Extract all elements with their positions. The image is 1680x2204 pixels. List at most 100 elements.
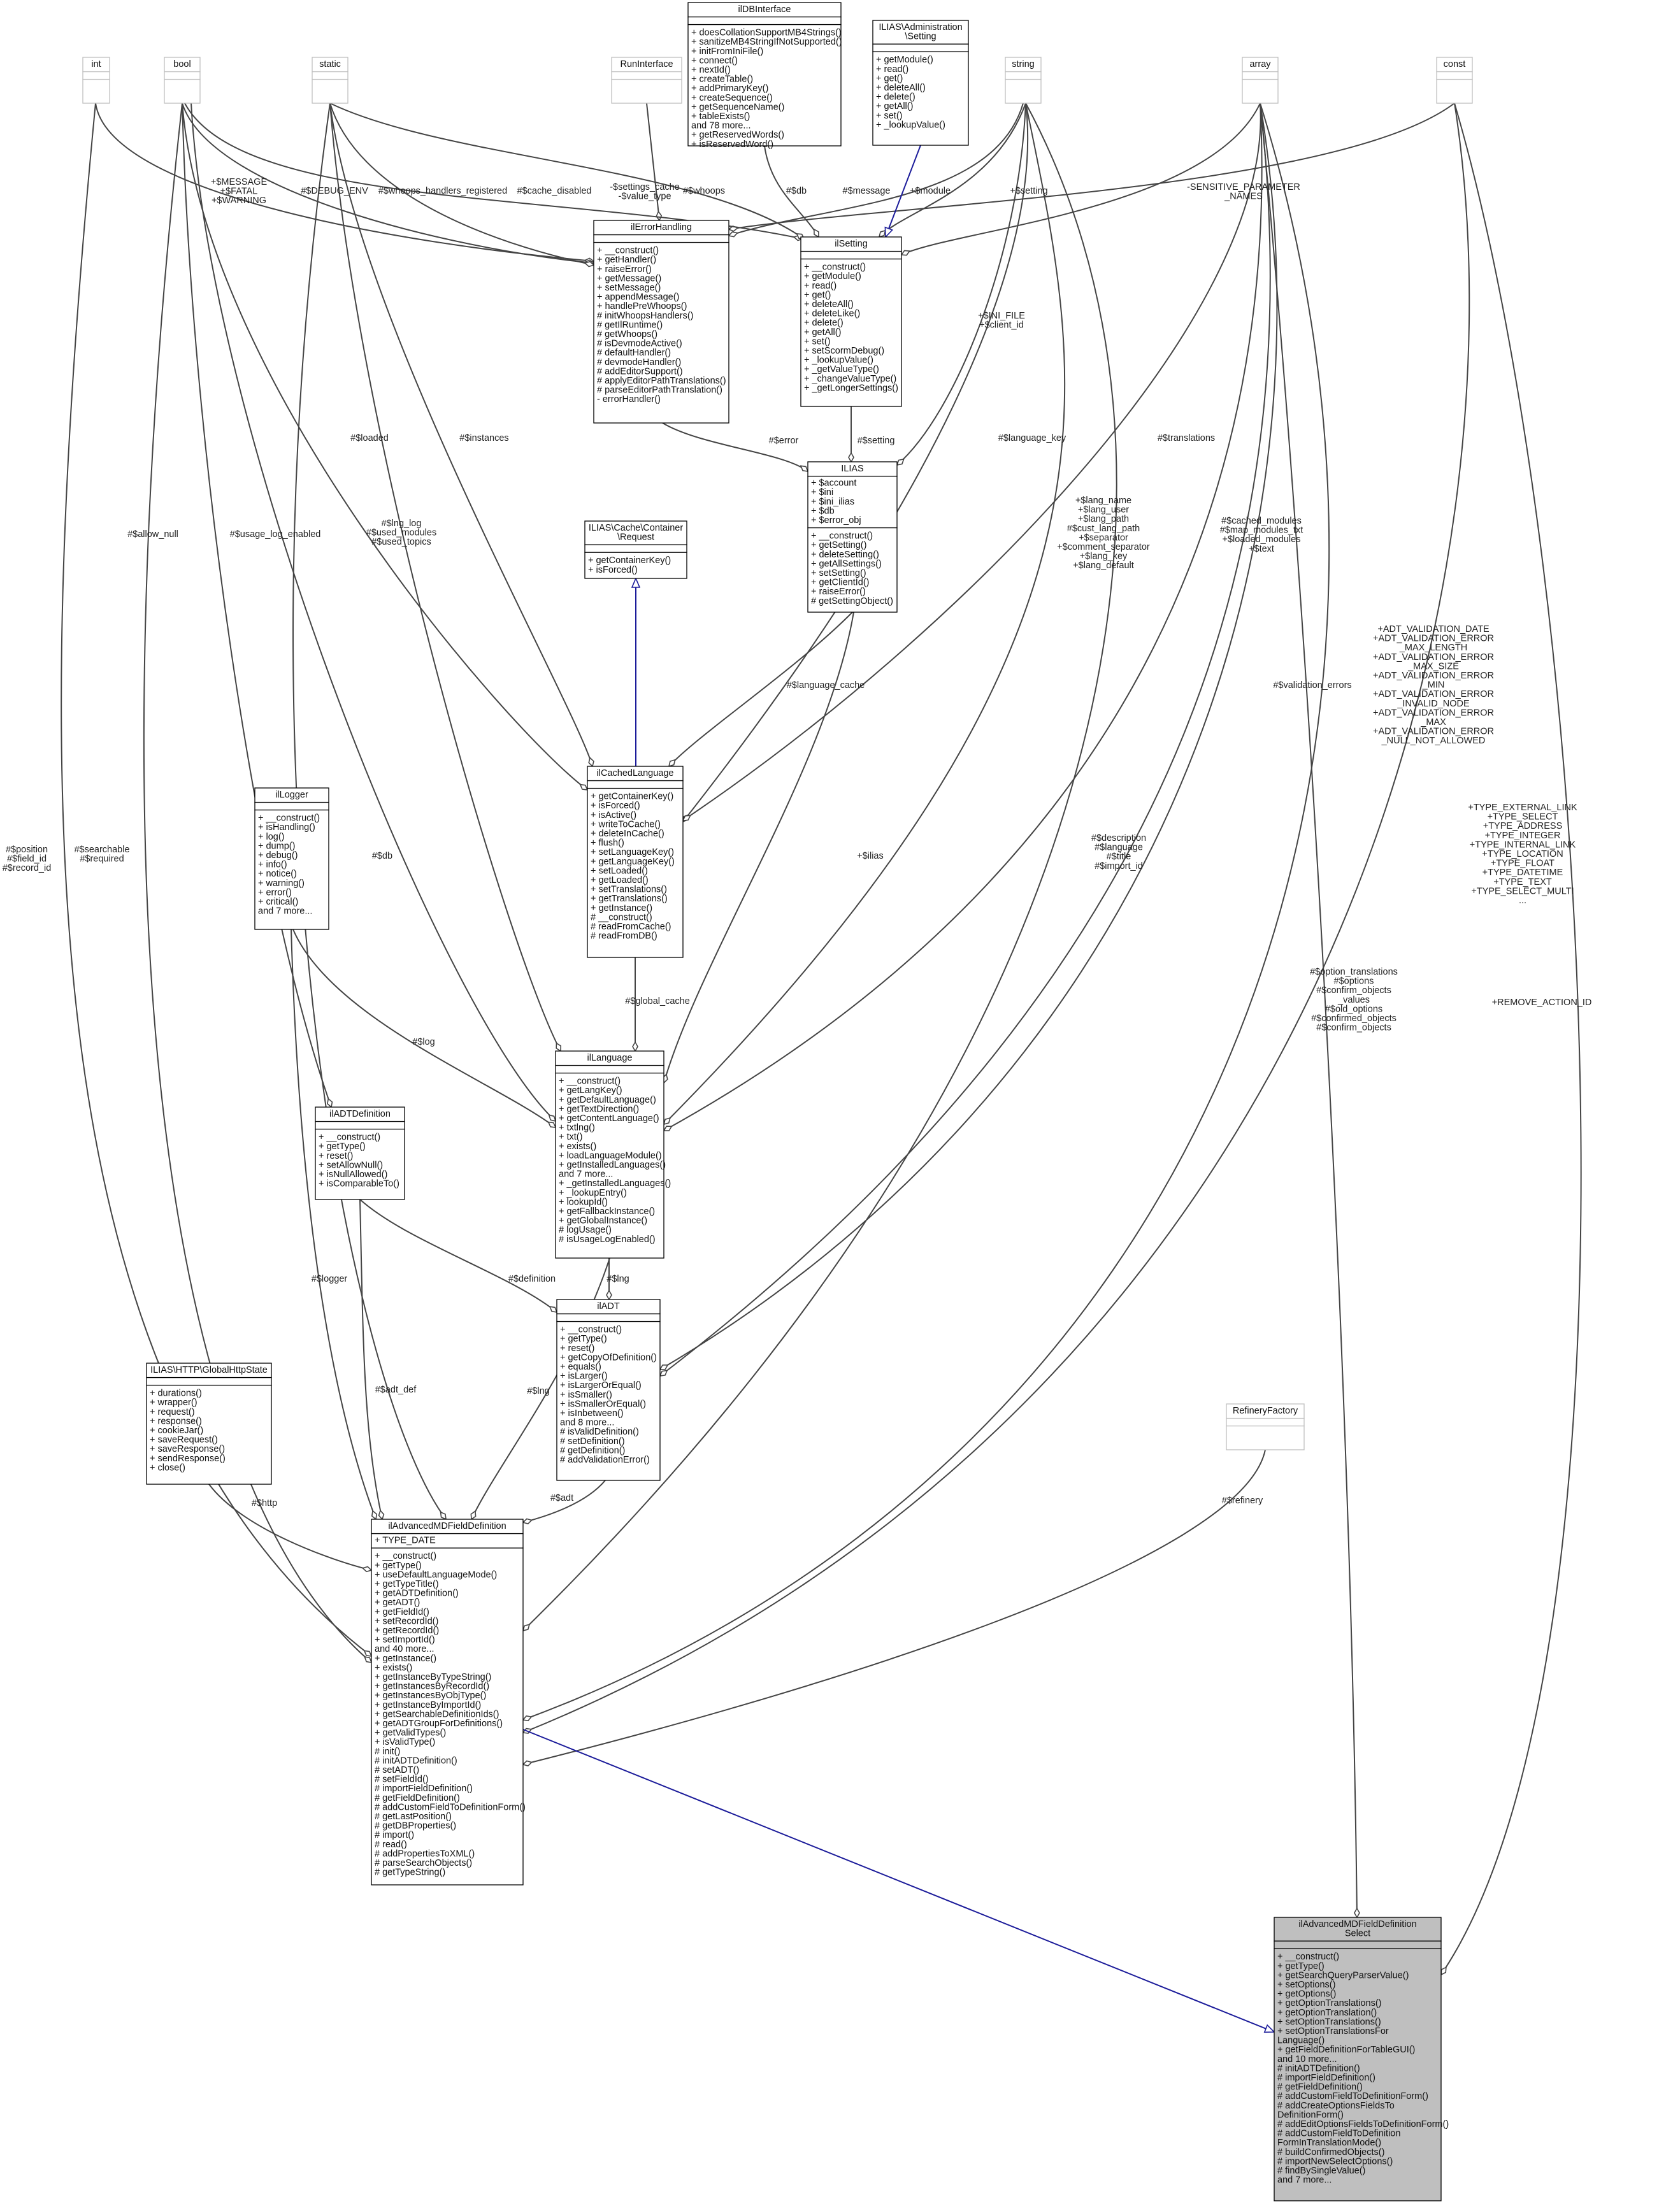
class-attr-box <box>611 71 682 80</box>
edge-label: #$position#$field_id#$record_id <box>3 845 52 873</box>
class-ilLogger[interactable]: ilLogger+ __construct()+ isHandling()+ l… <box>254 787 329 930</box>
class-method: # importNewSelectOptions() <box>1277 2156 1393 2166</box>
class-attribute: + $account <box>811 478 856 489</box>
edge-label-line: +TYPE_INTERNAL_LINK <box>1470 840 1576 850</box>
class-title: const <box>1444 59 1466 69</box>
class-bool[interactable]: bool <box>164 57 201 104</box>
class-method: + getClientId() <box>811 578 869 588</box>
edge-label-line: _MIN <box>1422 680 1445 691</box>
class-method: # initWhoopsHandlers() <box>597 311 694 321</box>
class-method: + isLarger() <box>560 1371 608 1382</box>
edge-label-line: #$options <box>1334 977 1374 987</box>
class-method: # addCustomFieldToDefinitionForm() <box>375 1802 526 1812</box>
edge-label: #$instances <box>459 433 508 443</box>
edge-label-line: _MAX_LENGTH <box>1399 643 1467 653</box>
edge-label-line: #$option_translations <box>1310 967 1398 977</box>
class-method: + getLangKey() <box>559 1085 622 1096</box>
class-method: + getAll() <box>876 101 913 111</box>
class-const[interactable]: const <box>1436 57 1473 104</box>
edge-label: #$description#$language#$title#$import_i… <box>1091 833 1146 871</box>
class-method: + createTable() <box>691 75 753 85</box>
class-method: + getInstanceByImportId() <box>375 1700 481 1710</box>
class-method-box <box>312 78 348 104</box>
class-method-box <box>315 1128 405 1200</box>
edge-const-select <box>1441 103 1582 1975</box>
class-attr-box <box>587 780 684 789</box>
class-method: + deleteSetting() <box>811 550 879 560</box>
class-title-box <box>584 520 687 545</box>
class-method: + getType() <box>319 1141 366 1152</box>
edge-array-cached <box>683 103 1261 820</box>
class-method: + _getLongerSettings() <box>804 383 898 393</box>
class-method: + getADT() <box>375 1598 420 1608</box>
edge-label-line: #$confirmed_objects <box>1311 1013 1396 1024</box>
class-method: + getLanguageKey() <box>591 857 675 867</box>
edge-label: +TYPE_EXTERNAL_LINK+TYPE_SELECT+TYPE_ADD… <box>1468 803 1577 906</box>
class-method-box <box>1005 78 1042 104</box>
class-method: + getOptionTranslations() <box>1277 1998 1381 2008</box>
class-static[interactable]: static <box>312 57 348 104</box>
class-method: + response() <box>150 1416 202 1426</box>
edge-label: #$log <box>412 1037 434 1047</box>
class-title: ilAdvancedMDFieldDefinition <box>388 1521 506 1531</box>
class-ilSettingIface[interactable]: ILIAS\Administration\Setting+ getModule(… <box>872 20 969 146</box>
class-method: + setLanguageKey() <box>591 847 674 857</box>
class-method: + getInstancesByObjType() <box>375 1691 486 1701</box>
class-RunInterface[interactable]: RunInterface <box>611 57 682 104</box>
class-method: + log() <box>258 832 285 842</box>
class-attr-box <box>593 234 729 243</box>
class-RefineryFactory[interactable]: RefineryFactory <box>1226 1403 1305 1450</box>
edge-label-line: +$INI_FILE <box>978 311 1025 321</box>
class-attribute: + TYPE_DATE <box>375 1536 436 1546</box>
class-method: # getFieldDefinition() <box>375 1793 460 1803</box>
class-method: + getADTDefinition() <box>375 1589 459 1599</box>
edge-label: #$validation_errors <box>1273 680 1351 691</box>
edge-label-line: +TYPE_FLOAT <box>1491 859 1554 869</box>
edge-label-line: +$comment_separator <box>1057 542 1150 552</box>
class-ilLanguage[interactable]: ilLanguage+ __construct()+ getLangKey()+… <box>555 1050 671 1259</box>
edge-label-line: +$lang_user <box>1078 505 1129 515</box>
class-method: + info() <box>258 860 287 870</box>
class-GlobalHttpState[interactable]: ILIAS\HTTP\GlobalHttpState+ durations()+… <box>146 1363 272 1485</box>
class-method: # isValidDefinition() <box>560 1427 639 1437</box>
edge-label-line: _MAX <box>1420 717 1446 727</box>
class-method: + isHandling() <box>258 822 315 833</box>
class-method: + getOptionTranslation() <box>1277 2008 1377 2018</box>
class-method: + getReservedWords() <box>691 130 784 140</box>
class-ilADTDefinition[interactable]: ilADTDefinition+ __construct()+ getType(… <box>315 1106 405 1200</box>
edge-label: #$db <box>786 186 807 196</box>
class-method: + request() <box>150 1407 195 1417</box>
class-method: and 7 more... <box>1277 2175 1332 2186</box>
class-method: + txt() <box>559 1132 582 1142</box>
class-method: + isValidType() <box>375 1737 435 1747</box>
class-int[interactable]: int <box>82 57 110 104</box>
class-ilDBInterface[interactable]: ilDBInterface+ doesCollationSupportMB4St… <box>687 2 842 150</box>
class-method: + getFieldDefinitionForTableGUI() <box>1277 2045 1415 2055</box>
class-title: ilADTDefinition <box>329 1109 391 1119</box>
class-string[interactable]: string <box>1005 57 1042 104</box>
class-method-box <box>587 787 684 958</box>
class-ilSetting[interactable]: ilSetting+ __construct()+ getModule()+ r… <box>800 236 902 407</box>
class-method: + createSequence() <box>691 93 773 103</box>
edge-label: +ADT_VALIDATION_DATE+ADT_VALIDATION_ERRO… <box>1373 624 1494 746</box>
class-method: + getDefaultLanguage() <box>559 1095 656 1105</box>
class-method: + nextId() <box>691 65 731 75</box>
class-method: # devmodeHandler() <box>597 357 681 368</box>
class-method: # addCustomFieldToDefinition <box>1277 2129 1400 2139</box>
class-CacheRequest[interactable]: ILIAS\Cache\Container\Request+ getContai… <box>584 520 687 579</box>
class-ilCachedLanguage[interactable]: ilCachedLanguage+ getContainerKey()+ isF… <box>587 766 684 958</box>
class-method: + getSetting() <box>811 540 866 550</box>
class-title: \Request <box>617 533 654 543</box>
class-title: ILIAS\Cache\Container <box>589 523 683 533</box>
edge-label-line: +$WARNING <box>212 196 266 206</box>
edge-logger-amd <box>291 929 376 1519</box>
class-ILIAS[interactable]: ILIAS+ $account+ $ini+ $ini_ilias+ $db+ … <box>807 461 898 613</box>
class-method-box <box>687 24 842 147</box>
class-ilErrorHandling[interactable]: ilErrorHandling+ __construct()+ getHandl… <box>593 220 729 424</box>
class-method: + setLoaded() <box>591 866 648 876</box>
class-ilAdvancedMDFieldDefinition[interactable]: ilAdvancedMDFieldDefinition + TYPE_DATE + … <box>371 1519 526 1886</box>
class-ilADT[interactable]: ilADT+ __construct()+ getType()+ reset()… <box>556 1299 661 1481</box>
class-method: + exists() <box>559 1141 596 1152</box>
class-array[interactable]: array <box>1242 57 1279 104</box>
